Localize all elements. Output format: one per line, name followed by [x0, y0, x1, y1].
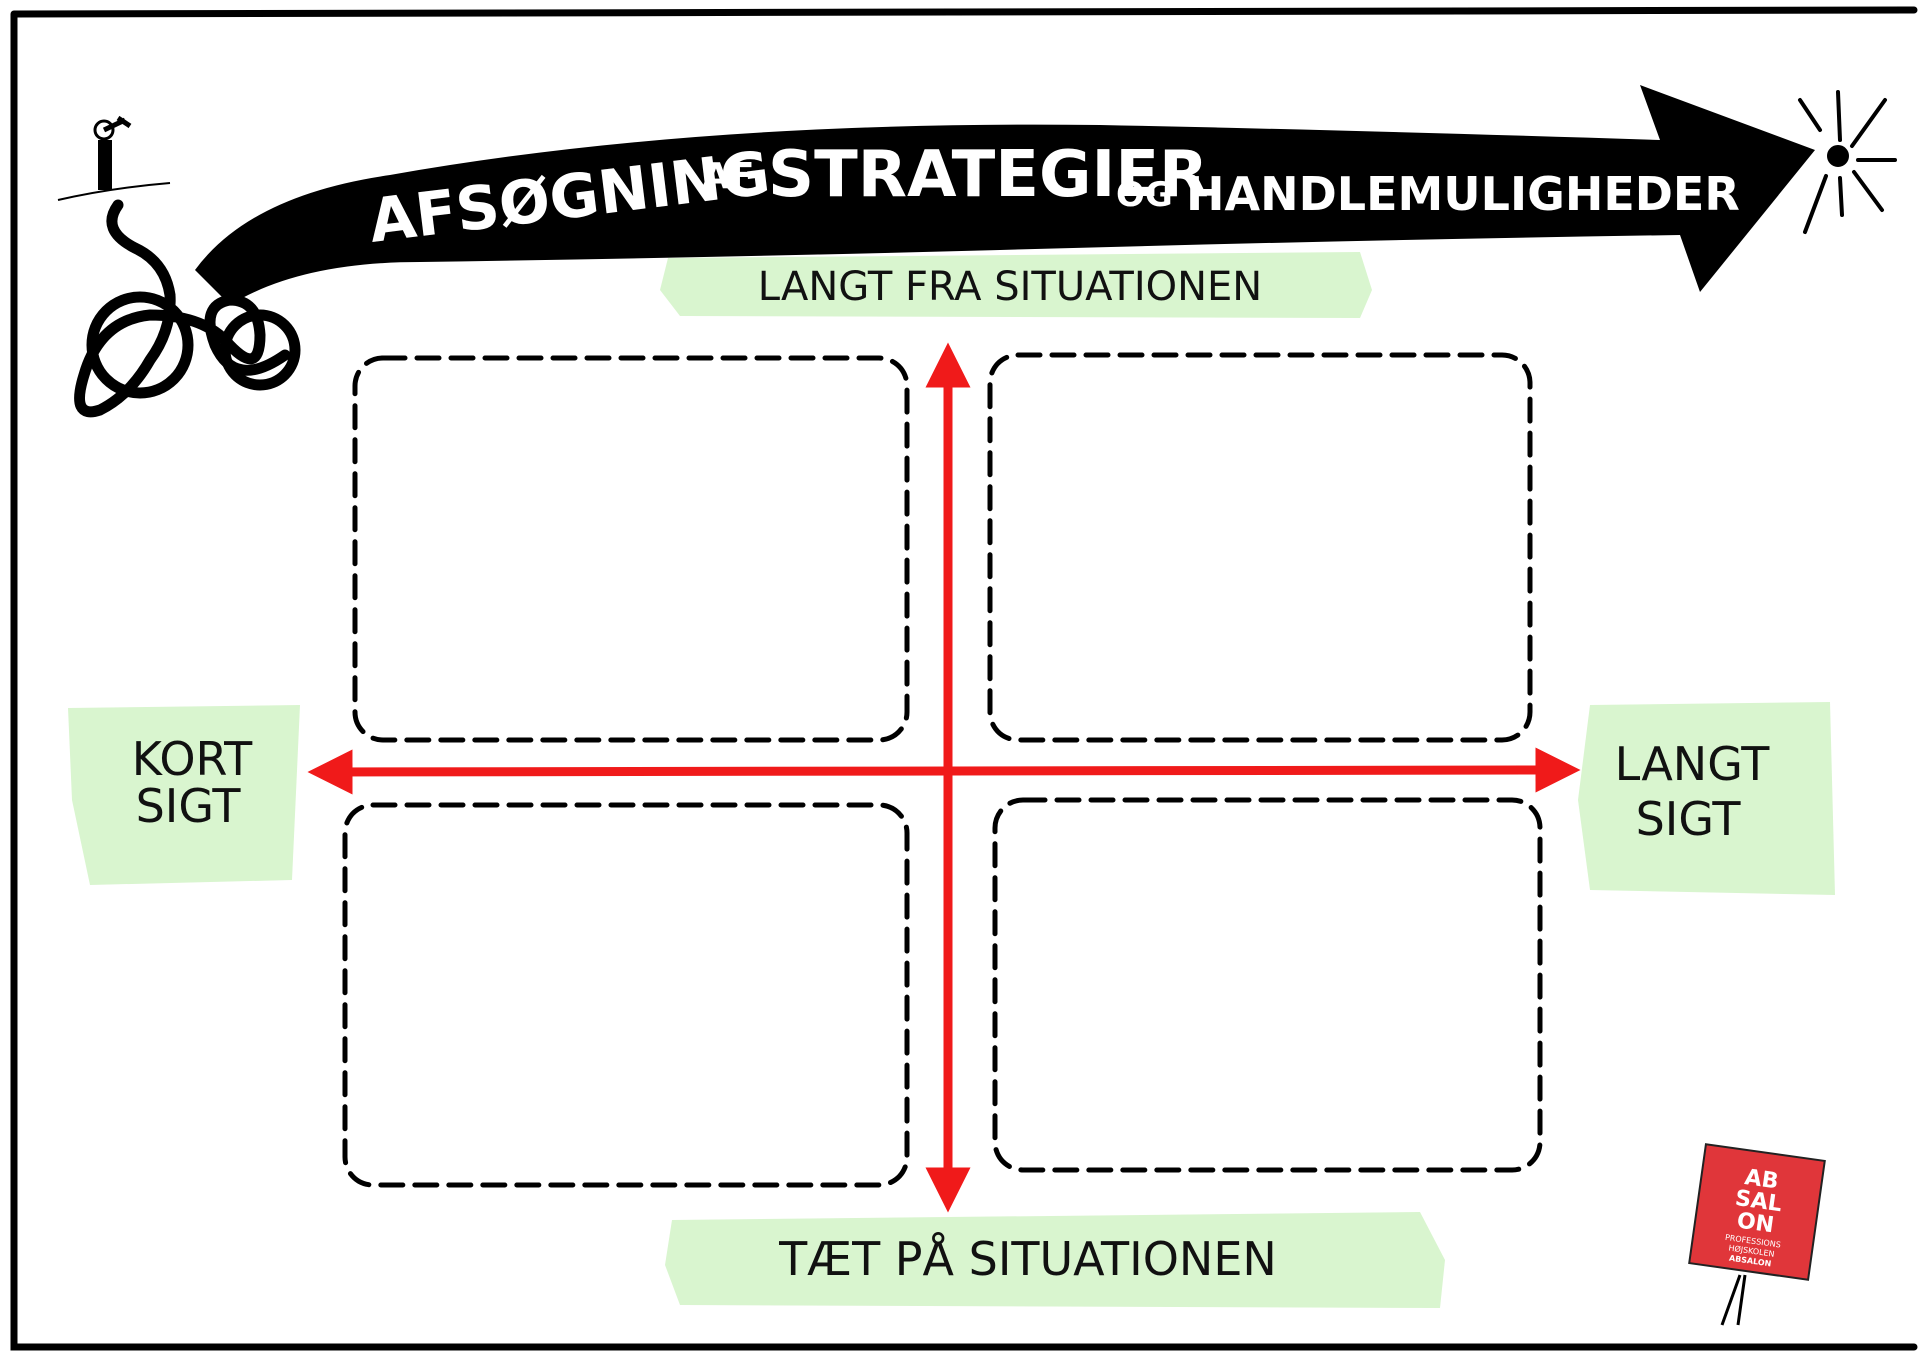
label-left-line2: SIGT: [136, 779, 242, 833]
label-top-highlight: [660, 252, 1372, 318]
absalon-logo: AB SAL ON PROFESSIONS HØJSKOLEN ABSALON: [1688, 1143, 1826, 1281]
logo-stick: [1720, 1274, 1747, 1326]
page-frame: [10, 6, 1918, 1351]
label-left-container: KORT SIGT: [68, 705, 300, 885]
title-word-og: OG: [1116, 175, 1173, 215]
quadrant-top-right[interactable]: [987, 352, 1533, 743]
logo-sign: [1688, 1143, 1826, 1281]
quadrant-top-left[interactable]: [352, 355, 910, 743]
label-left-highlight: [68, 705, 300, 885]
curly-road-icon: [74, 199, 301, 418]
title-banner: [195, 85, 1815, 305]
binoculars-person-icon: [57, 115, 171, 201]
label-top: LANGT FRA SITUATIONEN: [758, 264, 1262, 310]
title-word-handlemuligheder: HANDLEMULIGHEDER: [1186, 167, 1740, 221]
label-left-line1: KORT: [132, 732, 253, 786]
label-right-line2: SIGT: [1636, 792, 1742, 846]
label-bottom-highlight: [665, 1212, 1445, 1308]
sparkle-icon: [1798, 90, 1897, 234]
logo-line3: ON: [1735, 1208, 1775, 1238]
quadrant-bottom-left[interactable]: [342, 802, 910, 1188]
quadrant-bottom-right[interactable]: [992, 797, 1543, 1173]
title-word-af: AF: [702, 156, 754, 197]
logo-line1: AB: [1743, 1165, 1780, 1194]
label-bottom-container: TÆT PÅ SITUATIONEN: [665, 1212, 1445, 1308]
label-right-line1: LANGT: [1615, 737, 1771, 791]
title-word-strategier: STRATEGIER: [768, 138, 1208, 212]
horizontal-axis-arrow: [307, 747, 1581, 795]
label-right-container: LANGT SIGT: [1578, 702, 1835, 895]
label-top-container: LANGT FRA SITUATIONEN: [660, 252, 1372, 318]
label-right-highlight: [1578, 702, 1835, 895]
label-bottom: TÆT PÅ SITUATIONEN: [778, 1232, 1277, 1286]
